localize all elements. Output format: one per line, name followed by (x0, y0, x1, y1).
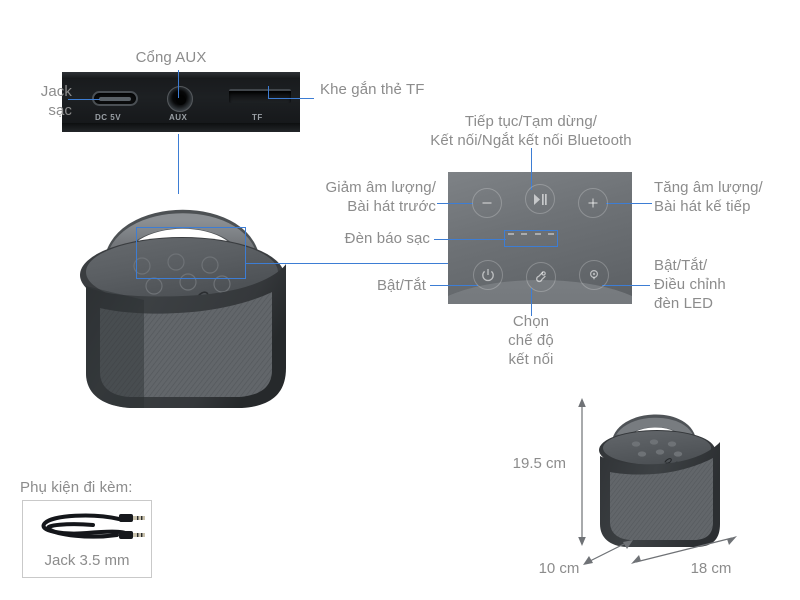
power-icon (482, 269, 494, 282)
callout-khe-the-tf: Khe gắn thẻ TF (320, 81, 425, 98)
button-volume-down[interactable] (472, 188, 502, 218)
button-power[interactable] (473, 260, 503, 290)
speaker-svg (80, 209, 286, 408)
panel-top-bevel (62, 72, 300, 79)
bluetooth-link-icon (536, 271, 546, 283)
speaker-dimension-image (588, 398, 738, 558)
accessory-box (22, 500, 152, 578)
dim-grille (610, 458, 713, 540)
callout-cong-aux: Cổng AUX (135, 49, 207, 66)
port-caption-aux: AUX (169, 113, 188, 122)
speaker-grille (100, 292, 272, 397)
play-pause-icon (534, 193, 547, 205)
leader-panel-to-ctrl (246, 263, 448, 264)
callout-jack-sac: Jack sạc (40, 83, 72, 119)
led-light-icon (589, 269, 599, 280)
body-left-shade (86, 286, 144, 408)
usb-c-port-icon (92, 91, 138, 106)
callout-power: Bật/Tắt (376, 277, 426, 294)
button-connection-mode[interactable] (526, 262, 556, 292)
leader-led (602, 285, 650, 286)
dim-top-buttons (631, 439, 683, 457)
leader-power (430, 285, 478, 286)
callout-play-pause: Tiếp tục/Tạm dừng/ Kết nối/Ngắt kết nối … (430, 113, 632, 149)
leader-khe-tf-v (268, 86, 269, 99)
callout-volume-up: Tăng âm lượng/ Bài hát kế tiếp (654, 179, 763, 215)
leader-mode (531, 288, 532, 316)
callout-den-bao-sac: Đèn báo sạc (344, 230, 430, 247)
accessories-heading: Phụ kiện đi kèm: (20, 479, 133, 496)
dimension-speaker-svg (599, 414, 720, 547)
speaker-main-image (58, 168, 308, 418)
port-caption-dc: DC 5V (95, 113, 122, 122)
dimension-width: 18 cm (690, 560, 732, 577)
cable-plug-top (119, 514, 145, 522)
leader-volume-up (606, 203, 652, 204)
leader-charging (434, 239, 506, 240)
accessory-caption: Jack 3.5 mm (44, 552, 130, 569)
top-panel-highlight-box (136, 227, 246, 279)
aux-jack-icon (167, 86, 193, 112)
cable-plug-bottom (119, 531, 145, 539)
port-panel-photo: DC 5V AUX TF (62, 72, 300, 132)
plus-icon (588, 198, 598, 208)
callout-volume-down: Giảm âm lượng/ Bài hát trước (325, 179, 436, 215)
leader-jack-sac (68, 99, 100, 100)
dimension-depth: 10 cm (538, 560, 580, 577)
button-volume-up[interactable] (578, 188, 608, 218)
leader-cong-aux-down (178, 134, 179, 194)
tf-card-slot-icon (229, 89, 291, 103)
dimension-arrows (578, 398, 737, 565)
charging-indicator-highlight (504, 230, 558, 247)
minus-icon (482, 202, 492, 204)
leader-volume-down (437, 203, 473, 204)
callout-led: Bật/Tắt/ Điều chỉnh đèn LED (654, 257, 726, 312)
leader-play-pause (531, 148, 532, 190)
dim-top-face (603, 431, 711, 465)
top-button-circles (133, 253, 231, 295)
leader-khe-tf (268, 98, 314, 99)
dimension-height: 19.5 cm (512, 455, 566, 472)
callout-mode: Chọn chế độ kết nối (508, 313, 554, 368)
audio-cable-icon (41, 513, 145, 539)
top-control-face (86, 238, 278, 306)
port-caption-tf: TF (252, 113, 263, 122)
control-panel-photo (448, 172, 632, 304)
panel-bottom-bevel (62, 123, 300, 132)
button-play-pause[interactable] (525, 184, 555, 214)
button-led-light[interactable] (579, 260, 609, 290)
leader-cong-aux-up (178, 70, 179, 98)
charging-indicator (508, 229, 554, 238)
